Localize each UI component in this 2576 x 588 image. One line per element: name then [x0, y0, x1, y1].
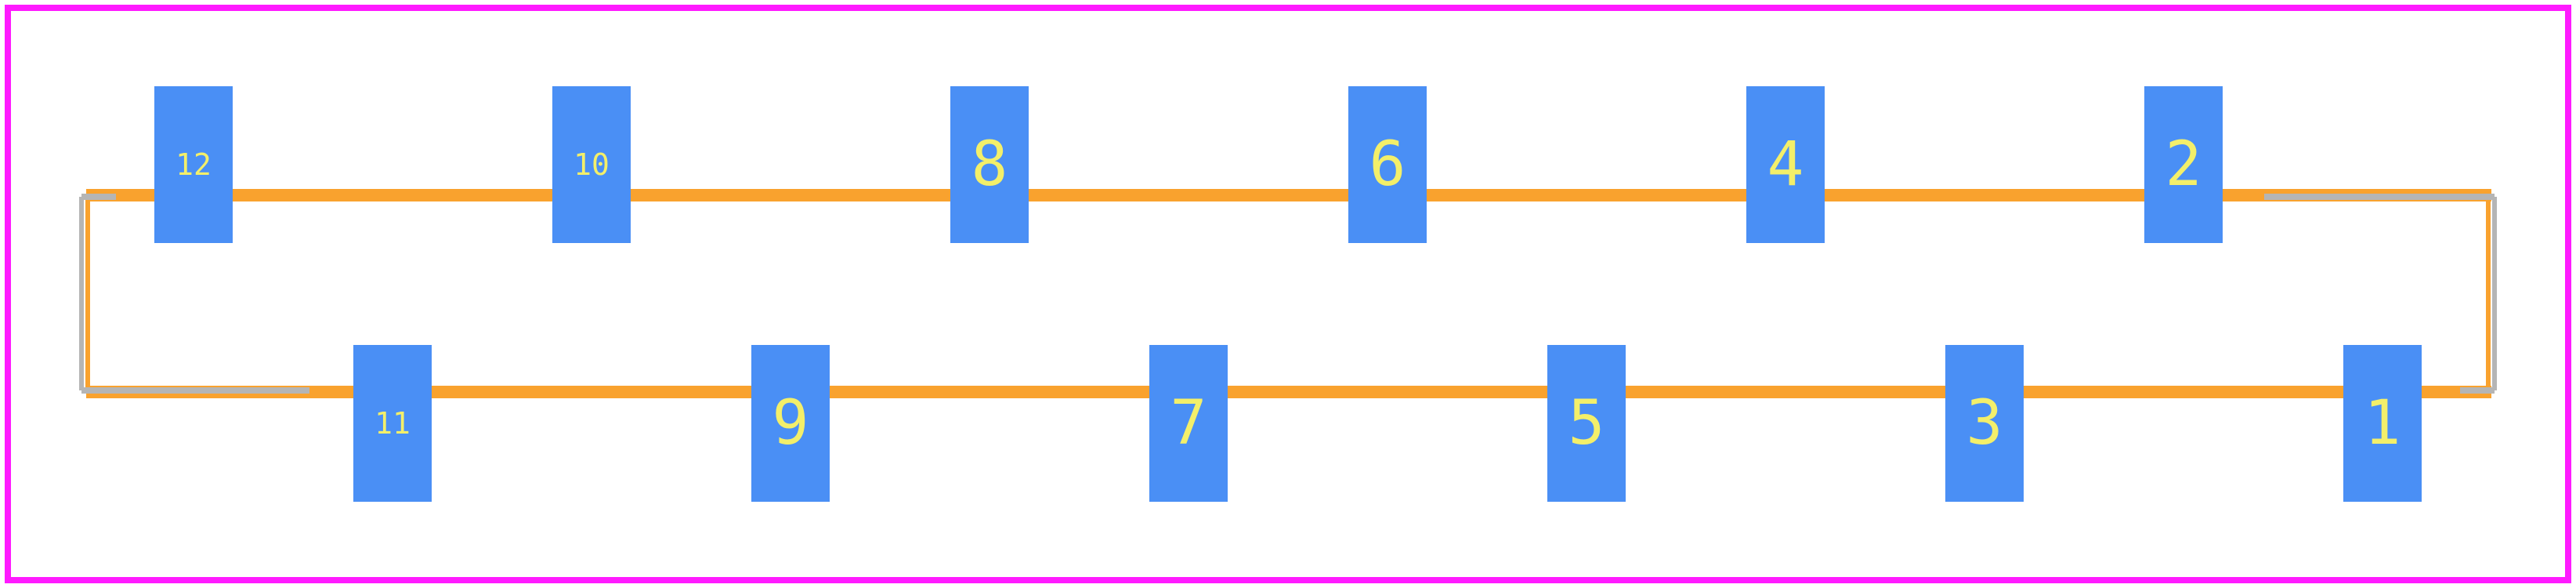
pad-number-label: 11	[374, 406, 411, 441]
pad-number-label: 9	[772, 388, 809, 459]
pad-rect	[1547, 345, 1626, 502]
pad-number-label: 7	[1170, 388, 1207, 459]
pad-number-label: 6	[1369, 129, 1406, 200]
pad-number-label: 4	[1767, 129, 1804, 200]
board-outline	[5, 5, 2571, 583]
pad-3: 3	[1945, 345, 2024, 502]
pad-6: 6	[1348, 86, 1427, 243]
pads-layer: 12 10 8 6 4 2 11 9 7 5 3 1	[154, 86, 2422, 502]
pad-9: 9	[751, 345, 830, 502]
pad-7: 7	[1149, 345, 1228, 502]
pad-number-label: 1	[2364, 388, 2401, 459]
pad-11: 11	[353, 345, 432, 502]
pad-number-label: 3	[1966, 388, 2003, 459]
pad-rect	[1746, 86, 1825, 243]
pad-10: 10	[552, 86, 631, 243]
pad-number-label: 10	[573, 147, 610, 182]
pad-rect	[2144, 86, 2223, 243]
pad-rect	[950, 86, 1029, 243]
pad-rect	[1945, 345, 2024, 502]
pad-rect	[353, 345, 432, 502]
pad-number-label: 8	[971, 129, 1008, 200]
pad-rect	[552, 86, 631, 243]
silkscreen-outline	[85, 189, 2491, 398]
pad-4: 4	[1746, 86, 1825, 243]
pad-5: 5	[1547, 345, 1626, 502]
pad-number-label: 12	[175, 147, 212, 182]
pad-12: 12	[154, 86, 233, 243]
pad-number-label: 2	[2165, 129, 2202, 200]
pad-rect	[1149, 345, 1228, 502]
pad-rect	[154, 86, 233, 243]
pad-rect	[751, 345, 830, 502]
pad-8: 8	[950, 86, 1029, 243]
courtyard-marks	[79, 194, 2497, 394]
pad-rect	[1348, 86, 1427, 243]
pad-number-label: 5	[1568, 388, 1605, 459]
pad-1: 1	[2343, 345, 2422, 502]
pad-rect	[2343, 345, 2422, 502]
pad-2: 2	[2144, 86, 2223, 243]
